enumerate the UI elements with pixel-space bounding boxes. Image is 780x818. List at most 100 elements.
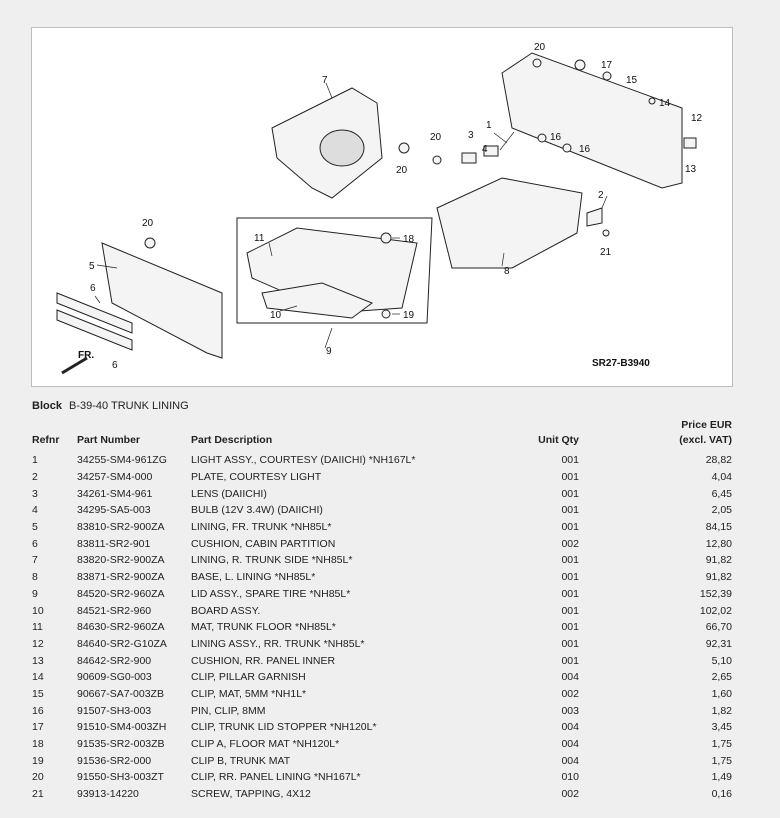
svg-text:20: 20 <box>396 165 408 176</box>
price-cell: 1,75 <box>711 738 732 751</box>
unit-qty-cell: 010 <box>561 771 579 784</box>
part-number-cell: 84630-SR2-960ZA <box>77 621 165 634</box>
svg-text:21: 21 <box>600 247 612 258</box>
refnr-cell: 21 <box>32 788 44 801</box>
description-cell: LINING, FR. TRUNK *NH85L* <box>191 521 332 534</box>
part-number-cell: 90609-SG0-003 <box>77 671 152 684</box>
unit-qty-cell: 002 <box>561 687 579 700</box>
part-cushion-upper <box>56 292 133 334</box>
refnr-cell: 16 <box>32 704 44 717</box>
price-cell: 6,45 <box>711 487 732 500</box>
table-row: 5 83810-SR2-900ZA LINING, FR. TRUNK *NH85L… <box>28 519 736 536</box>
description-cell: LINING, R. TRUNK SIDE *NH85L* <box>191 554 353 567</box>
refnr-cell: 6 <box>32 537 38 550</box>
description-cell: CLIP B, TRUNK MAT <box>191 754 291 767</box>
description-cell: LIGHT ASSY., COURTESY (DAIICHI) *NH167L* <box>191 454 416 467</box>
unit-qty-cell: 001 <box>561 587 579 600</box>
unit-qty-cell: 001 <box>561 571 579 584</box>
description-cell: BOARD ASSY. <box>191 604 261 617</box>
part-number-cell: 34261-SM4-961 <box>77 487 153 500</box>
svg-text:18: 18 <box>403 234 415 245</box>
svg-text:7: 7 <box>322 75 328 86</box>
description-cell: LENS (DAIICHI) <box>191 487 267 500</box>
description-cell: BASE, L. LINING *NH85L* <box>191 571 316 584</box>
svg-text:19: 19 <box>403 310 415 321</box>
unit-qty-cell: 002 <box>561 788 579 801</box>
refnr-cell: 11 <box>32 621 43 634</box>
price-cell: 1,75 <box>711 754 732 767</box>
price-cell: 12,80 <box>705 537 732 550</box>
unit-qty-cell: 001 <box>561 604 579 617</box>
refnr-cell: 5 <box>32 521 38 534</box>
refnr-cell: 14 <box>32 671 44 684</box>
refnr-cell: 1 <box>32 454 38 467</box>
part-rr-trunk-lining <box>501 52 683 189</box>
refnr-cell: 19 <box>32 754 44 767</box>
unit-qty-cell: 003 <box>561 704 579 717</box>
part-number-cell: 83871-SR2-900ZA <box>77 571 165 584</box>
price-cell: 152,39 <box>699 587 732 600</box>
unit-qty-cell: 004 <box>561 738 579 751</box>
description-cell: CUSHION, RR. PANEL INNER <box>191 654 336 667</box>
description-cell: PIN, CLIP, 8MM <box>191 704 266 717</box>
svg-text:6: 6 <box>90 283 96 294</box>
description-cell: LID ASSY., SPARE TIRE *NH85L* <box>191 587 351 600</box>
svg-text:5: 5 <box>89 261 95 272</box>
price-cell: 28,82 <box>705 454 732 467</box>
svg-text:10: 10 <box>270 310 282 321</box>
description-cell: LINING ASSY., RR. TRUNK *NH85L* <box>191 637 365 650</box>
unit-qty-cell: 001 <box>561 504 579 517</box>
refnr-cell: 13 <box>32 654 44 667</box>
unit-qty-cell: 002 <box>561 537 579 550</box>
header-price: Price EUR(excl. VAT) <box>679 419 732 446</box>
block-label: Block <box>32 400 62 412</box>
svg-text:14: 14 <box>659 98 671 109</box>
price-cell: 2,05 <box>711 504 732 517</box>
description-cell: CLIP, RR. PANEL LINING *NH167L* <box>191 771 361 784</box>
description-cell: BULB (12V 3.4W) (DAIICHI) <box>191 504 323 517</box>
table-row: 11 84630-SR2-960ZA MAT, TRUNK FLOOR *NH85L… <box>28 619 736 636</box>
price-cell: 1,60 <box>711 687 732 700</box>
front-direction-label: FR. <box>78 350 94 361</box>
part-number-cell: 90667-SA7-003ZB <box>77 687 164 700</box>
svg-text:2: 2 <box>598 190 604 201</box>
part-number-cell: 93913-14220 <box>77 788 139 801</box>
part-number-cell: 84521-SR2-960 <box>77 604 152 617</box>
unit-qty-cell: 001 <box>561 487 579 500</box>
price-cell: 92,31 <box>705 637 732 650</box>
description-cell: PLATE, COURTESY LIGHT <box>191 471 322 484</box>
unit-qty-cell: 001 <box>561 621 579 634</box>
parts-table: Refnr Part Number Part Description Unit … <box>28 418 736 802</box>
refnr-cell: 18 <box>32 738 44 751</box>
refnr-cell: 20 <box>32 771 44 784</box>
part-number-cell: 34257-SM4-000 <box>77 471 153 484</box>
unit-qty-cell: 004 <box>561 721 579 734</box>
description-cell: CLIP, PILLAR GARNISH <box>191 671 306 684</box>
refnr-cell: 15 <box>32 687 44 700</box>
description-cell: CUSHION, CABIN PARTITION <box>191 537 336 550</box>
unit-qty-cell: 001 <box>561 554 579 567</box>
svg-text:4: 4 <box>482 144 488 155</box>
part-number-cell: 83820-SR2-900ZA <box>77 554 165 567</box>
description-cell: MAT, TRUNK FLOOR *NH85L* <box>191 621 336 634</box>
refnr-cell: 9 <box>32 587 38 600</box>
svg-text:3: 3 <box>468 130 474 141</box>
description-cell: CLIP, MAT, 5MM *NH1L* <box>191 687 307 700</box>
unit-qty-cell: 001 <box>561 521 579 534</box>
exploded-view-drawing: 1 2 3 4 5 6 6 7 8 9 10 11 12 13 14 15 16… <box>56 42 703 375</box>
part-number-cell: 83810-SR2-900ZA <box>77 521 165 534</box>
parts-diagram: 1 2 3 4 5 6 6 7 8 9 10 11 12 13 14 15 16… <box>31 27 733 387</box>
part-number-cell: 91510-SM4-003ZH <box>77 721 167 734</box>
price-cell: 91,82 <box>705 571 732 584</box>
price-cell: 91,82 <box>705 554 732 567</box>
